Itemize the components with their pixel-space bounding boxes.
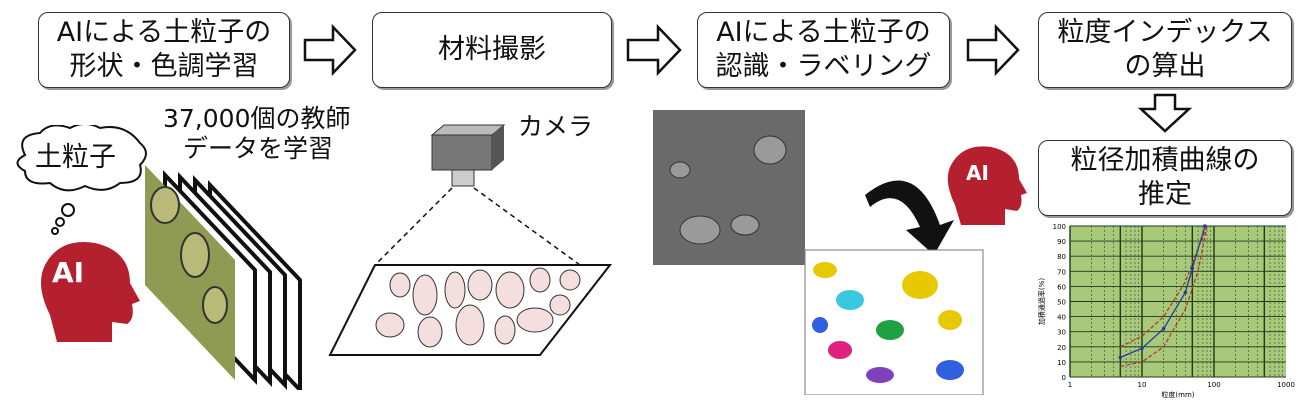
recognition-illustration xyxy=(653,110,1027,395)
caption-line: 37,000個の教師 xyxy=(163,104,351,133)
thought-cloud xyxy=(16,125,147,192)
ai-head-icon xyxy=(41,241,140,342)
ai-thinking-illustration xyxy=(16,125,147,342)
step-index: 粒度インデックスの算出 xyxy=(1038,12,1292,88)
training-image-stack xyxy=(145,165,302,390)
data-point xyxy=(1118,355,1123,360)
step-recognition: AIによる土粒子の認識・ラベリング xyxy=(697,12,950,88)
step-text: 認識・ラベリング xyxy=(715,51,932,82)
thought-text: 土粒子 xyxy=(35,142,116,173)
ai-badge: AI xyxy=(966,161,989,185)
step-text: 材料撮影 xyxy=(438,34,546,65)
y-tick-label: 90 xyxy=(1057,238,1066,246)
y-tick-label: 50 xyxy=(1057,299,1066,307)
caption-line: データを学習 xyxy=(183,134,334,163)
camera-icon xyxy=(431,134,493,171)
step-text: 推定 xyxy=(1138,179,1192,210)
y-axis-label: 加積通過率(%) xyxy=(1037,278,1046,325)
data-point xyxy=(1203,224,1207,228)
data-point xyxy=(1190,266,1195,271)
y-tick-label: 40 xyxy=(1057,314,1066,322)
step-text: 粒度インデックス xyxy=(1057,17,1273,48)
y-tick-label: 0 xyxy=(1062,374,1066,382)
y-tick-label: 80 xyxy=(1057,253,1066,261)
x-tick-label: 1 xyxy=(1068,381,1072,389)
x-tick-label: 100 xyxy=(1207,381,1220,389)
ai-head-icon xyxy=(947,146,1027,225)
y-tick-label: 20 xyxy=(1057,344,1066,352)
step-text: AIによる土粒子の xyxy=(716,17,931,48)
x-tick-label: 1000 xyxy=(1277,381,1295,389)
arrow-right-icon xyxy=(303,23,357,77)
curved-arrow-icon xyxy=(865,180,954,255)
ai-badge: AI xyxy=(52,256,85,289)
step-text: 粒径加積曲線の xyxy=(1070,145,1260,176)
camera-label: カメラ xyxy=(518,112,594,141)
series-line-lower xyxy=(1120,225,1208,368)
step-estimate: 粒径加積曲線の推定 xyxy=(1038,140,1292,216)
y-tick-label: 10 xyxy=(1057,359,1066,367)
step-text: AIによる土粒子の xyxy=(56,17,272,48)
step-text: の算出 xyxy=(1124,51,1206,82)
y-tick-label: 30 xyxy=(1057,329,1066,337)
x-axis-label: 粒度(mm) xyxy=(1161,390,1194,399)
step-photo: 材料撮影 xyxy=(372,12,612,88)
camera-setup xyxy=(328,124,613,356)
teacher-data-caption: 37,000個の教師データを学習 xyxy=(163,104,350,164)
arrow-right-icon xyxy=(626,23,682,77)
x-tick-label: 10 xyxy=(1138,381,1147,389)
y-tick-label: 60 xyxy=(1057,283,1066,291)
y-tick-label: 100 xyxy=(1053,223,1066,231)
data-point xyxy=(1161,326,1166,331)
arrow-down-icon xyxy=(1137,93,1193,133)
data-point xyxy=(1140,346,1144,351)
soil-photo-gray xyxy=(653,110,805,265)
arrow-right-icon xyxy=(966,23,1020,77)
y-tick-label: 70 xyxy=(1057,268,1066,276)
step-learning: AIによる土粒子の形状・色調学習 xyxy=(38,12,290,88)
step-text: 形状・色調学習 xyxy=(69,51,259,82)
data-point xyxy=(1183,290,1188,295)
series-line-center xyxy=(1120,225,1206,358)
